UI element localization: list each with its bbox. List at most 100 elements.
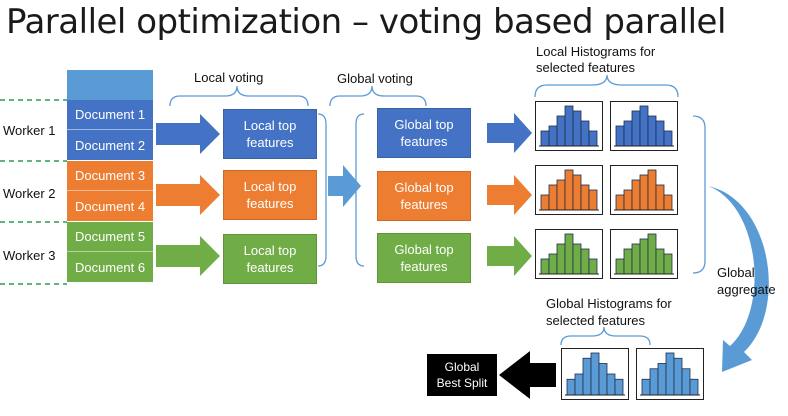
histogram-bar [639,174,649,211]
histogram-bar [564,169,574,211]
histogram-bar [673,357,683,396]
histogram-bar [623,189,633,211]
local-hist-label-line2: selected features [536,60,636,75]
document-3: Document 3 [67,161,153,191]
histogram-bar [598,363,608,396]
histogram-bar [681,368,691,396]
histogram-bar [614,378,624,396]
histogram-bar [615,194,625,211]
histogram-bar [572,243,582,275]
histogram-bar [631,110,641,147]
histogram-bar [566,378,576,396]
histogram-bar [639,238,649,275]
document-2: Document 2 [67,130,153,160]
local-top-bracket [317,113,327,267]
document-4: Document 4 [67,191,153,221]
histogram-plot [539,233,599,275]
histogram-bar [588,130,598,147]
histogram-bar [615,125,625,147]
histogram-plot [539,169,599,211]
histogram-bar [548,253,558,275]
histogram-bar [639,105,649,147]
histogram-blue-1 [535,101,603,151]
arrow-worker2-local [156,175,220,215]
worker-label-1: Worker 1 [3,123,56,138]
histogram-bar [556,115,566,147]
global-hist-bracket [560,326,651,346]
histogram-plot [614,105,674,147]
histogram-global-1 [561,348,629,400]
histogram-bar [548,125,558,147]
global-hist-label-line2: selected features [546,313,646,328]
local-hist-label-line1: Local Histograms for [536,44,656,59]
histogram-bar [647,169,657,211]
histogram-bar [657,363,667,396]
histogram-bar [647,233,657,275]
histogram-bar [655,120,665,147]
arrow-hist-green [487,236,532,276]
histogram-bar [655,184,665,211]
histogram-bar [623,120,633,147]
histogram-plot [614,169,674,211]
histogram-bar [631,179,641,211]
histogram-bar [641,378,651,396]
global-aggregate-label-line2: aggregate [717,282,776,297]
histogram-bar [623,248,633,275]
arrow-global-voting [328,165,361,207]
histogram-plot [640,352,700,396]
histogram-bar [663,253,673,275]
arrow-hist-orange [487,175,532,215]
histogram-bar [564,105,574,147]
histogram-bar [655,248,665,275]
histogram-bar [665,352,675,396]
histogram-bar [580,184,590,211]
arrow-best-split [499,351,556,399]
document-1: Document 1 [67,100,153,130]
histogram-bar [540,258,550,275]
global-voting-label: Global voting [337,71,413,86]
document-6: Document 6 [67,252,153,282]
histogram-bar [574,373,584,396]
histogram-bar [649,368,659,396]
histogram-bar [615,258,625,275]
histogram-blue-2 [610,101,678,151]
document-5: Document 5 [67,222,153,252]
histogram-plot [614,233,674,275]
histogram-bar [663,130,673,147]
histogram-bar [590,352,600,396]
histogram-plot [539,105,599,147]
page-title: Parallel optimization – voting based par… [6,2,726,42]
histogram-green-1 [535,229,603,279]
histogram-bar [582,357,592,396]
histogram-bar [564,233,574,275]
histogram-bar [689,378,699,396]
histogram-bar [540,194,550,211]
histogram-bar [588,189,598,211]
arrow-hist-blue [487,113,532,153]
histogram-orange-1 [535,165,603,215]
arrow-worker1-local [156,114,220,154]
local-voting-bracket [169,85,309,107]
histogram-plot [565,352,625,396]
worker-label-3: Worker 3 [3,248,56,263]
global-aggregate-label-line1: Global [717,265,755,280]
histogram-bar [588,258,598,275]
histogram-bar [548,184,558,211]
worker-label-2: Worker 2 [3,186,56,201]
histogram-bar [663,194,673,211]
histogram-orange-2 [610,165,678,215]
histogram-bar [540,130,550,147]
right-bracket [692,115,706,274]
